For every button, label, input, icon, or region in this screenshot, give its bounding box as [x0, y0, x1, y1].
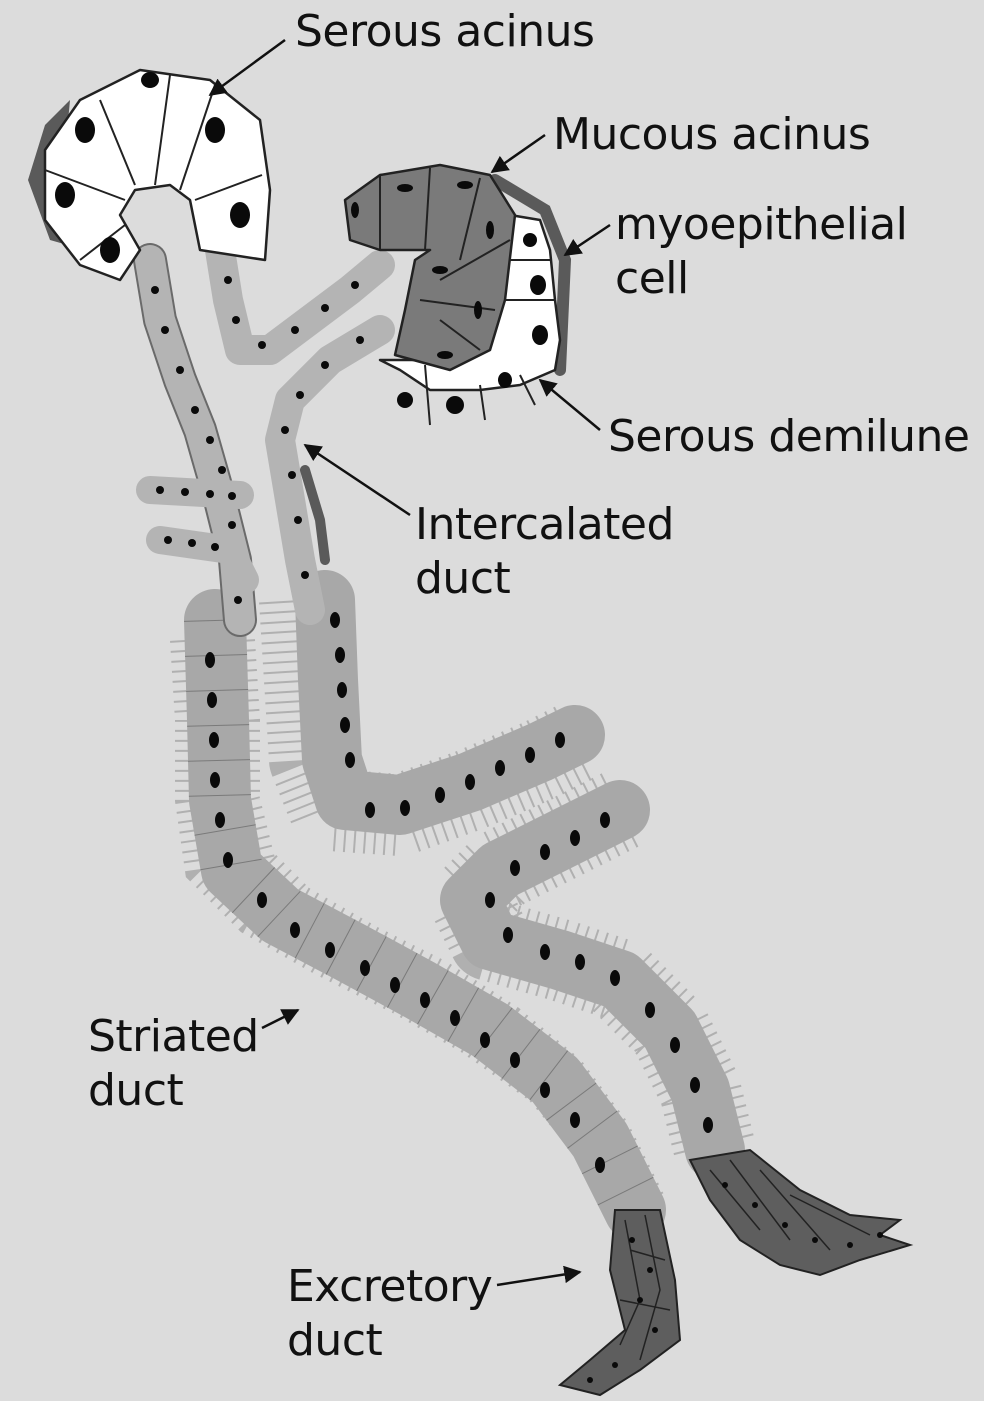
arrow-serous-acinus: [210, 40, 285, 95]
striated-duct-middle: [300, 600, 580, 818]
mixed-acinus: [345, 165, 565, 425]
arrow-excretory: [497, 1272, 580, 1285]
label-line-2: duct: [88, 1064, 259, 1118]
arrow-striated: [262, 1010, 298, 1028]
arrow-myoepithelial: [565, 225, 610, 255]
label-line-2: duct: [415, 552, 674, 606]
label-line-1: myoepithelial: [615, 198, 907, 252]
label-serous-acinus: Serous acinus: [295, 5, 594, 59]
label-text: Mucous acinus: [553, 108, 870, 162]
label-intercalated-duct: Intercalated duct: [415, 498, 674, 606]
label-line-1: Intercalated: [415, 498, 674, 552]
arrow-mucous-acinus: [492, 135, 545, 172]
label-serous-demilune: Serous demilune: [608, 410, 970, 464]
excretory-duct-right: [690, 1150, 910, 1275]
label-excretory-duct: Excretory duct: [287, 1260, 492, 1368]
label-text: Serous demilune: [608, 410, 970, 464]
label-line-1: Striated: [88, 1010, 259, 1064]
label-text: Serous acinus: [295, 5, 594, 59]
label-striated-duct: Striated duct: [88, 1010, 259, 1118]
arrow-serous-demilune: [540, 380, 600, 430]
label-myoepithelial-cell: myoepithelial cell: [615, 198, 907, 306]
label-line-2: duct: [287, 1314, 492, 1368]
label-line-2: cell: [615, 252, 907, 306]
label-line-1: Excretory: [287, 1260, 492, 1314]
intercalated-ducts: [150, 250, 380, 620]
excretory-duct-left: [560, 1210, 680, 1395]
arrow-intercalated: [305, 445, 410, 515]
label-mucous-acinus: Mucous acinus: [553, 108, 870, 162]
